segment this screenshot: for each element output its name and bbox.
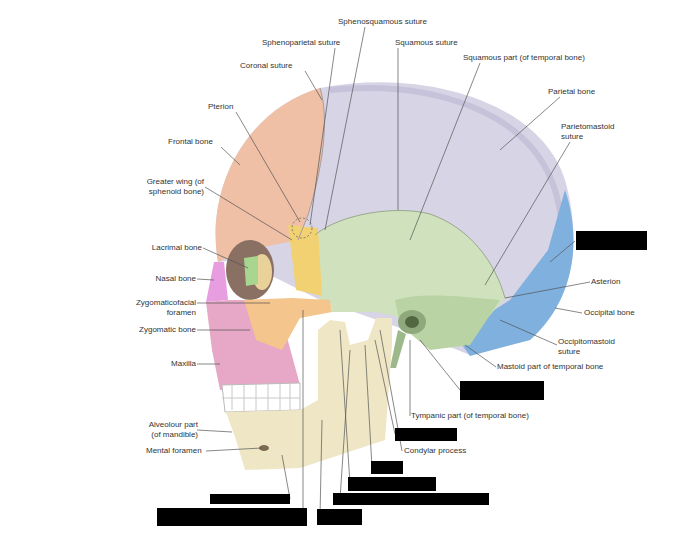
nasal-bone — [206, 262, 228, 302]
part-label: Mental foramen — [146, 446, 216, 456]
redaction-boxes — [157, 231, 647, 526]
leader-lines — [197, 27, 590, 517]
mastoid-part — [395, 295, 500, 350]
part-label: Greater wing (of sphenoid bone) — [128, 177, 204, 197]
frontal-bone — [216, 88, 325, 262]
part-label: Sphenosquamous suture — [338, 17, 468, 27]
part-label: Occipitomastoid suture — [558, 337, 614, 357]
part-label: Nasal bone — [130, 274, 196, 284]
part-label: Parietomastoid suture — [561, 122, 621, 142]
part-label: Zygomatic bone — [120, 325, 196, 335]
orbit — [226, 240, 274, 300]
part-label: Occipital bone — [584, 308, 654, 318]
pterion-circle — [292, 218, 312, 238]
meatus-opening — [405, 316, 419, 328]
part-label: Mastoid part of temporal bone — [497, 362, 627, 372]
parietal-bone — [216, 82, 574, 355]
part-label: Maxilla — [130, 359, 196, 369]
part-label: Tympanic part (of temporal bone) — [411, 411, 551, 421]
part-label: Alveolour part (of mandible) — [140, 420, 198, 440]
part-label: Parietal bone — [548, 87, 618, 97]
greater-wing — [288, 225, 322, 296]
part-label: Zygomaticofacial foramen — [130, 298, 196, 318]
tooth-lines — [222, 384, 300, 411]
mandible — [226, 318, 392, 470]
zygomatic-arch — [330, 300, 395, 312]
teeth — [222, 383, 300, 412]
part-label: Asterion — [591, 277, 651, 287]
part-label: Sphenoparietal suture — [262, 38, 362, 48]
part-label: Lacrimal bone — [130, 243, 202, 253]
part-label: Pterion — [208, 102, 248, 112]
styloid-process — [390, 330, 406, 368]
part-label: Squamous part (of temporal bone) — [463, 53, 603, 63]
part-label: Squamous suture — [395, 38, 475, 48]
part-label: Frontal bone — [168, 137, 238, 147]
squamous-suture — [315, 211, 505, 298]
part-label: Coronal suture — [240, 61, 320, 71]
part-label: Condylar process — [404, 446, 484, 456]
external-acoustic-meatus — [398, 310, 426, 334]
lacrimal-bone — [244, 256, 258, 286]
